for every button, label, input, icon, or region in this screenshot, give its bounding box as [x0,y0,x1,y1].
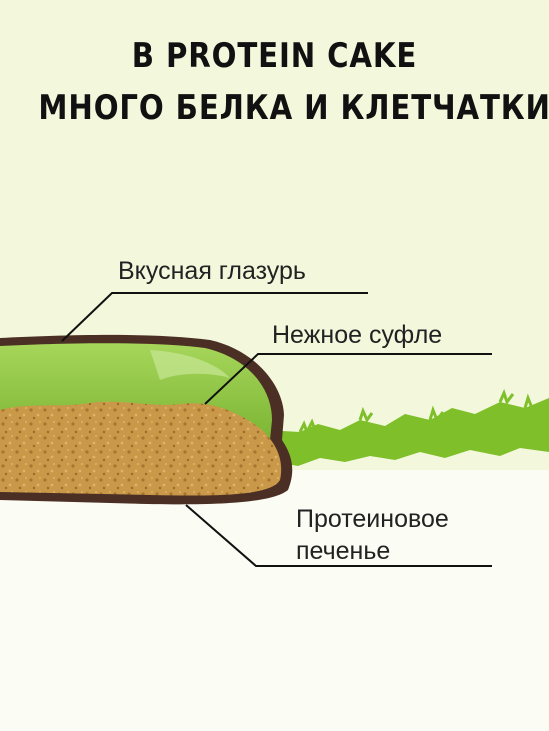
souffle-highlight [150,350,230,380]
lower-background [0,470,549,731]
title-line-2: МНОГО БЕЛКА И КЛЕТЧАТКИ [38,88,549,128]
page-title: В PROTEIN CAKE МНОГО БЕЛКА И КЛЕТЧАТКИ [38,30,549,134]
souffle-label: Нежное суфле [272,321,443,349]
grass-strip [265,398,549,466]
grass-fringe [298,388,534,436]
cookie-label-line-2: печенье [296,537,391,565]
cookie-label-line-1: Протеиновое [296,505,449,533]
souffle-leader-line [204,353,492,405]
cookie-layer [0,401,282,496]
cookie-leader-line [185,504,492,567]
cookie-label: Протеиновое печенье [296,503,449,567]
title-line-1: В PROTEIN CAKE [131,36,418,76]
glaze-label: Вкусная глазурь [118,257,306,285]
glaze-leader-line [61,292,368,342]
